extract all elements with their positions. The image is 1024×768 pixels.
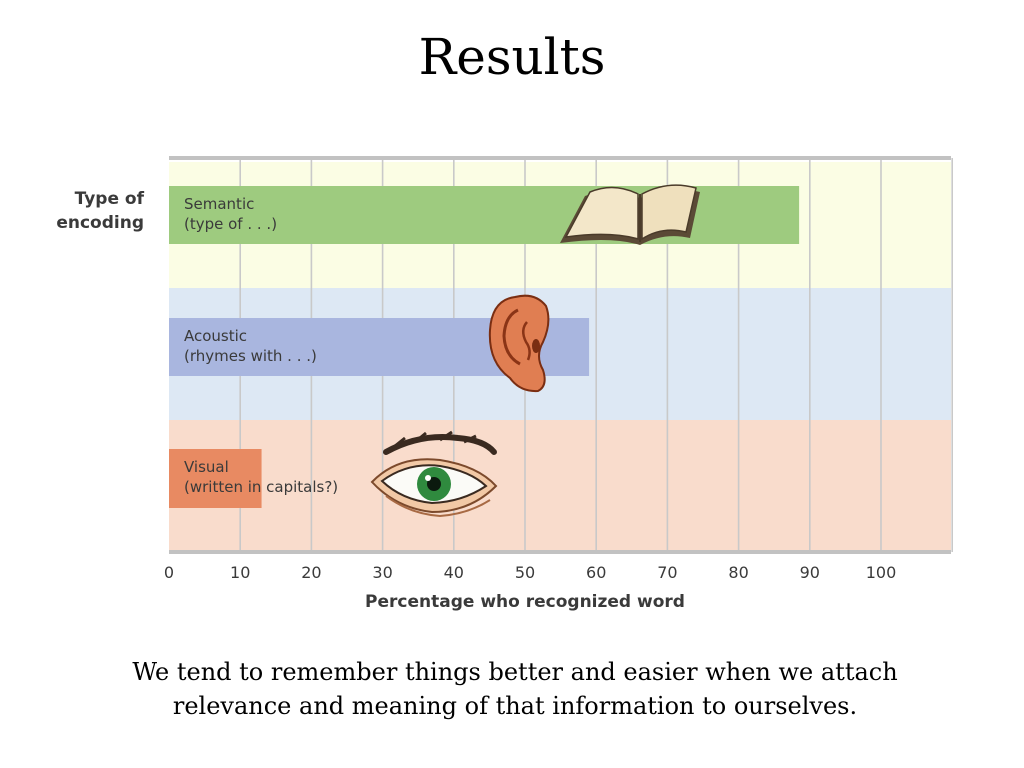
slide-title: Results [418,28,606,86]
encoding-bar-chart: Semantic (type of . . .) Acoustic (rhymes w… [56,156,954,612]
x-tick-label: 70 [657,563,677,582]
eye-icon [370,430,498,518]
x-tick-label: 40 [444,563,464,582]
bar-label-semantic: Semantic [184,195,254,213]
category-band [169,420,951,552]
slide-caption: We tend to remember things better and ea… [100,655,930,723]
ear-icon [488,294,550,393]
x-tick-label: 0 [164,563,174,582]
x-axis-label: Percentage who recognized word [365,592,685,612]
x-tick-label: 100 [866,563,897,582]
bar-sublabel-visual: (written in capitals?) [184,478,338,496]
bar-label-acoustic: Acoustic [184,327,247,345]
x-tick-label: 60 [586,563,606,582]
x-tick-label: 30 [372,563,392,582]
x-tick-label: 10 [230,563,250,582]
x-tick-label: 50 [515,563,535,582]
bar-label-visual: Visual [184,458,229,476]
bar-sublabel-acoustic: (rhymes with . . .) [184,347,317,365]
y-axis-label-line-1: Type of [75,189,145,209]
x-tick-label: 20 [301,563,321,582]
y-axis-label-line-2: encoding [56,213,144,233]
x-tick-label: 80 [728,563,748,582]
x-tick-label: 90 [800,563,820,582]
book-icon [560,184,700,245]
bar-visual [169,449,262,508]
bar-sublabel-semantic: (type of . . .) [184,215,277,233]
caption-line-2: relevance and meaning of that informatio… [172,692,858,720]
caption-line-1: We tend to remember things better and ea… [132,658,898,686]
